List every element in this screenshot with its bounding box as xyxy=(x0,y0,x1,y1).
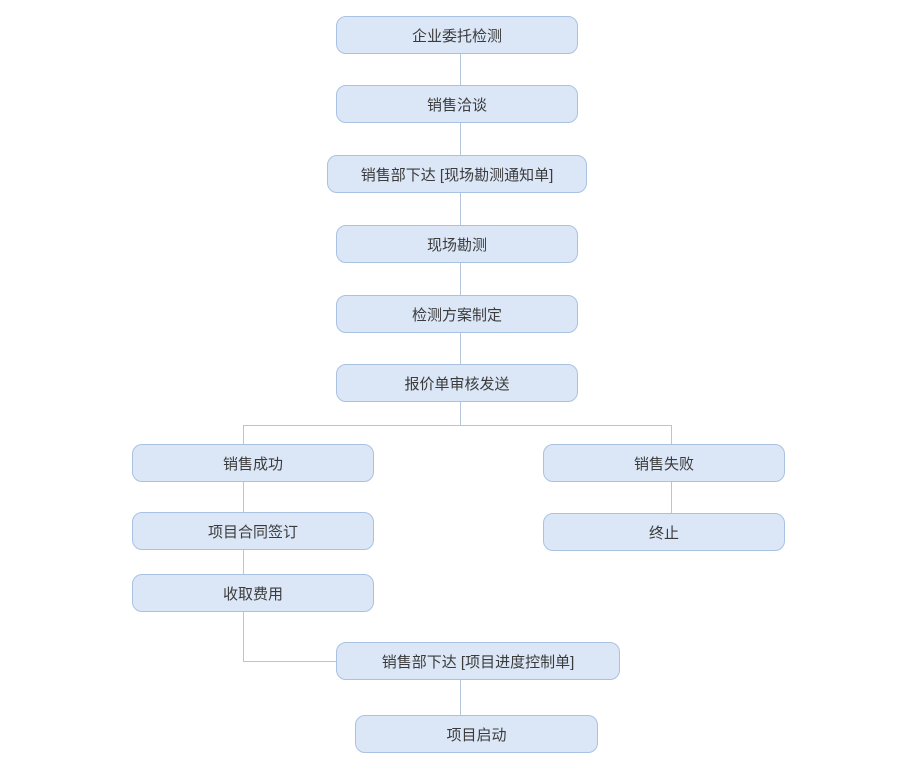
flow-node-survey-notice: 销售部下达 [现场勘测通知单] xyxy=(327,155,587,193)
connector-branch-left-stub xyxy=(243,425,244,444)
connector-notice-survey xyxy=(460,193,461,225)
connector-branch-horizontal xyxy=(243,425,672,426)
connector-quotation-branch-stem xyxy=(460,402,461,425)
flow-node-site-survey: 现场勘测 xyxy=(336,225,578,263)
connector-plan-quotation xyxy=(460,333,461,364)
connector-failure-terminate xyxy=(671,482,672,513)
flow-node-sales-negotiation: 销售洽谈 xyxy=(336,85,578,123)
flow-node-sales-failure: 销售失败 xyxy=(543,444,785,482)
flow-node-sales-success: 销售成功 xyxy=(132,444,374,482)
connector-negotiation-notice xyxy=(460,123,461,155)
connector-entrust-negotiation xyxy=(460,54,461,85)
connector-branch-right-stub xyxy=(671,425,672,444)
connector-success-contract xyxy=(243,482,244,512)
flow-node-terminate: 终止 xyxy=(543,513,785,551)
flow-node-test-plan: 检测方案制定 xyxy=(336,295,578,333)
flow-node-entrust: 企业委托检测 xyxy=(336,16,578,54)
connector-contract-fees xyxy=(243,550,244,574)
connector-fees-progress-horizontal xyxy=(243,661,336,662)
connector-fees-progress-vertical xyxy=(243,612,244,661)
flow-node-progress-control: 销售部下达 [项目进度控制单] xyxy=(336,642,620,680)
flow-node-collect-fees: 收取费用 xyxy=(132,574,374,612)
flow-node-quotation: 报价单审核发送 xyxy=(336,364,578,402)
connector-survey-plan xyxy=(460,263,461,295)
connector-progress-start xyxy=(460,680,461,715)
flow-node-project-start: 项目启动 xyxy=(355,715,598,753)
flow-node-contract-signing: 项目合同签订 xyxy=(132,512,374,550)
